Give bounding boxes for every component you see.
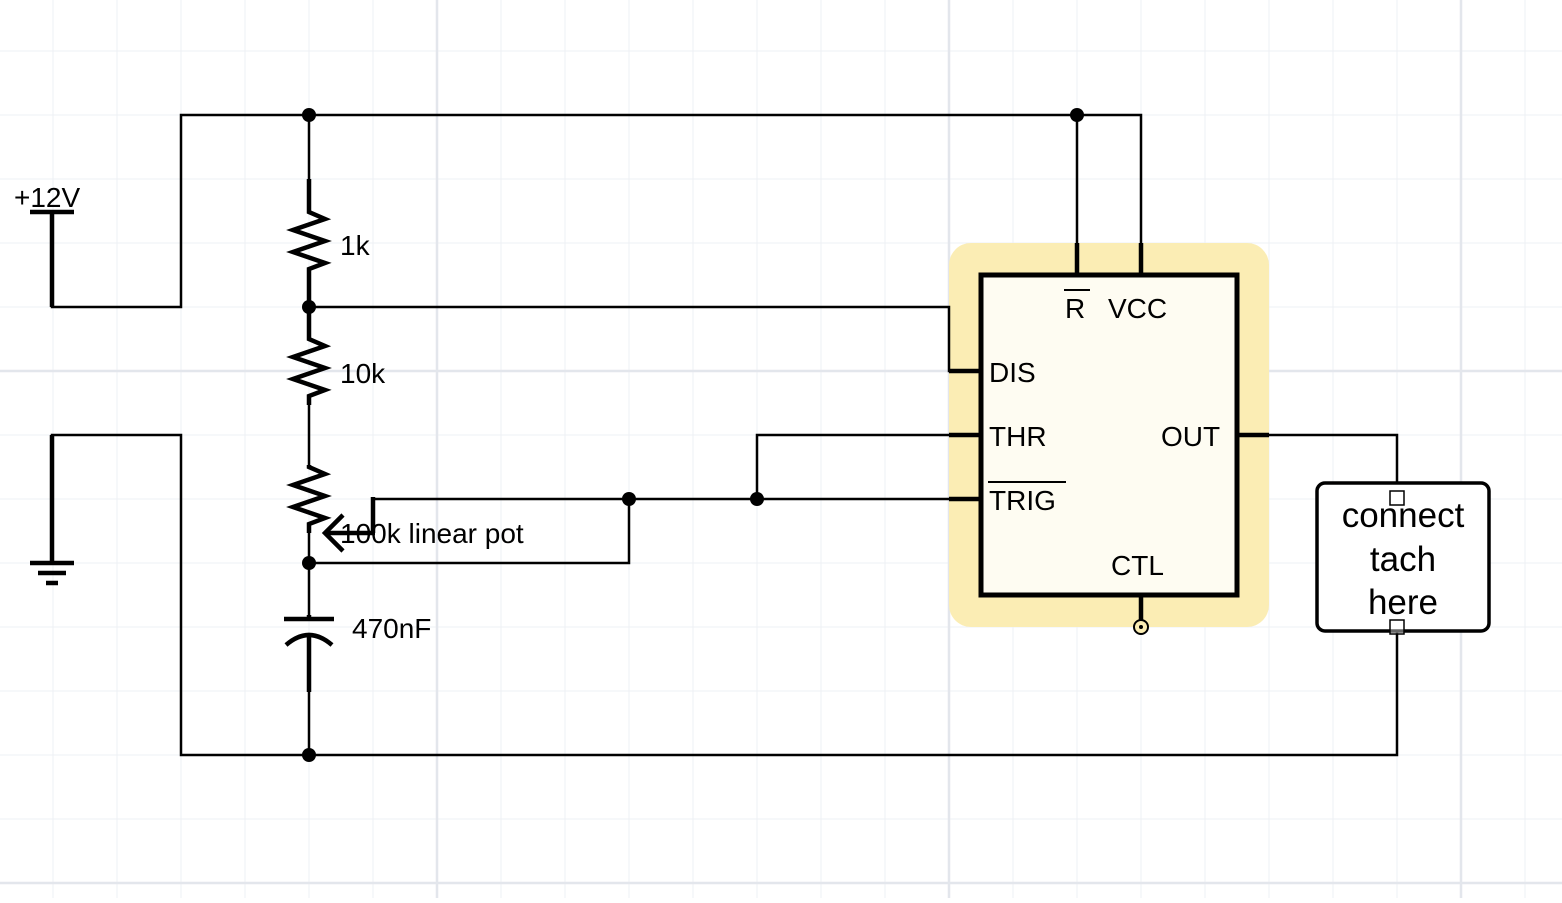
junction-dot <box>302 108 316 122</box>
tach-note[interactable]: connect tach here <box>1315 481 1491 635</box>
junction-dot <box>750 492 764 506</box>
junction-dot <box>1070 108 1084 122</box>
pin-trig-label: TRIG <box>989 485 1056 516</box>
pin-thr-label: THR <box>989 421 1047 452</box>
note-box <box>1315 481 1491 633</box>
resistor-icon[interactable]: 1k <box>286 179 371 307</box>
ic-555-icon[interactable]: R VCC DIS THR OUT TRIG CTL <box>949 243 1269 635</box>
ground-icon[interactable] <box>30 435 74 586</box>
capacitor-icon[interactable]: 470nF <box>284 613 431 692</box>
wire-pot-bottom[interactable] <box>307 497 631 565</box>
note-line-2: tach <box>1370 540 1436 579</box>
wire-trig[interactable] <box>371 497 951 519</box>
pin-ctl-label: CTL <box>1111 550 1164 581</box>
pin-dis-label: DIS <box>989 357 1036 388</box>
note-port-top[interactable] <box>1389 490 1405 506</box>
note-port-bottom[interactable] <box>1389 619 1405 635</box>
power-supply-icon[interactable]: +12V <box>14 182 80 307</box>
wiper-arrow-icon <box>321 513 345 553</box>
resistor-icon[interactable]: 10k <box>286 307 386 405</box>
potentiometer-icon[interactable]: 100k linear pot <box>286 464 524 553</box>
wire-out[interactable] <box>1267 433 1399 501</box>
junction-dot <box>302 748 316 762</box>
wire-thr[interactable] <box>755 433 951 501</box>
resistor-r2-label: 10k <box>340 358 386 389</box>
junction-dot <box>622 492 636 506</box>
capacitor-label: 470nF <box>352 613 431 644</box>
pin-vcc-label: VCC <box>1108 293 1167 324</box>
note-line-1: connect <box>1342 496 1465 535</box>
note-line-3: here <box>1368 583 1438 622</box>
supply-label: +12V <box>14 182 80 213</box>
pin-out-label: OUT <box>1161 421 1220 452</box>
wire-ground-rail[interactable] <box>50 433 1399 757</box>
wire-dis[interactable] <box>307 305 951 373</box>
wire-vcc-rail[interactable] <box>50 113 1143 309</box>
resistor-r1-label: 1k <box>340 230 371 261</box>
potentiometer-label: 100k linear pot <box>340 518 524 549</box>
junction-dot <box>302 556 316 570</box>
pin-r-label: R <box>1065 293 1085 324</box>
